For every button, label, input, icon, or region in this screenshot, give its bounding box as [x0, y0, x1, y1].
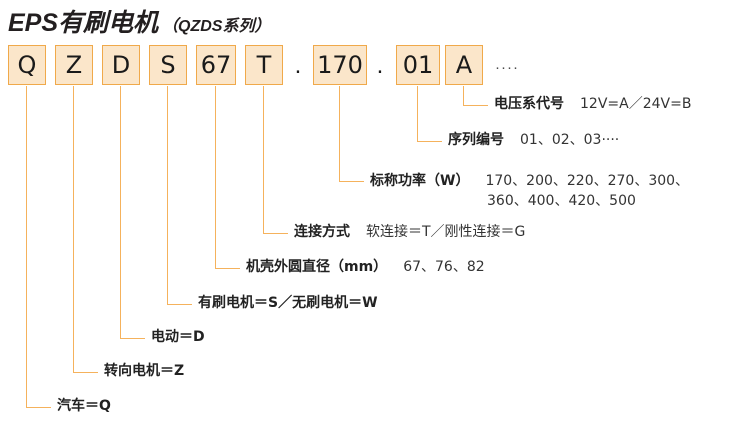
annotation-vehicle-type-term: 汽车＝Q: [57, 398, 111, 414]
annotation-voltage-code-term: 电压系代号: [494, 96, 564, 112]
annotation-voltage-code-values: 12V=A／24V=B: [580, 96, 692, 112]
annotation-connection-type: 连接方式软连接＝T／刚性连接＝G: [294, 223, 525, 242]
leader-line-vehicle-type: [26, 86, 51, 408]
annotation-steering-motor: 转向电机＝Z: [104, 362, 184, 381]
annotation-nominal-power: 标称功率（W） 170、200、220、270、300、 360、400、420、…: [370, 171, 689, 211]
annotation-nominal-power-values: 170、200、220、270、300、: [485, 173, 690, 189]
annotation-serial-number: 序列编号 01、02、03····: [448, 131, 619, 150]
annotation-nominal-power-values-line2: 360、400、420、500: [487, 193, 636, 209]
leader-line-nominal-power: [339, 86, 364, 182]
leader-line-motor-brush-type: [167, 86, 192, 305]
code-trailing-ellipsis: ····: [495, 59, 519, 76]
leader-line-serial-number: [417, 86, 442, 142]
annotation-motor-brush-type: 有刷电机＝S／无刷电机＝W: [198, 294, 378, 313]
page-title: EPS有刷电机（QZDS系列）: [8, 3, 270, 39]
annotation-housing-diameter: 机壳外圆直径（mm） 67、76、82: [246, 258, 485, 277]
annotation-nominal-power-term: 标称功率（W）: [370, 173, 470, 189]
code-box-s: S: [149, 45, 187, 85]
code-box-a: A: [445, 45, 483, 85]
code-box-01: 01: [396, 45, 440, 85]
leader-line-voltage-code: [463, 86, 488, 106]
annotation-electric-drive: 电动＝D: [151, 328, 205, 347]
annotation-connection-type-values: 软连接＝T／刚性连接＝G: [366, 224, 526, 240]
annotation-serial-number-values: 01、02、03····: [520, 132, 620, 148]
leader-line-steering-motor: [73, 86, 98, 373]
leader-line-connection-type: [263, 86, 288, 234]
code-separator-dot-2: .: [376, 52, 384, 79]
annotation-housing-diameter-term: 机壳外圆直径（mm）: [246, 259, 388, 275]
leader-line-electric-drive: [120, 86, 145, 339]
code-box-t: T: [245, 45, 283, 85]
annotation-vehicle-type: 汽车＝Q: [57, 397, 111, 416]
code-separator-dot-1: .: [294, 52, 302, 79]
title-main-text: EPS有刷电机: [8, 9, 159, 37]
leader-line-housing-diameter: [215, 86, 240, 269]
annotation-motor-brush-type-term: 有刷电机＝S／无刷电机＝W: [198, 295, 378, 311]
code-box-q: Q: [8, 45, 46, 85]
annotation-housing-diameter-values: 67、76、82: [403, 259, 485, 275]
annotation-voltage-code: 电压系代号 12V=A／24V=B: [494, 95, 691, 114]
annotation-electric-drive-term: 电动＝D: [151, 329, 205, 345]
annotation-steering-motor-term: 转向电机＝Z: [104, 363, 185, 379]
code-box-170: 170: [313, 45, 367, 85]
code-box-67: 67: [196, 45, 236, 85]
title-series-text: （QZDS系列）: [162, 18, 271, 35]
code-box-d: D: [102, 45, 140, 85]
annotation-connection-type-term: 连接方式: [294, 224, 350, 240]
annotation-serial-number-term: 序列编号: [448, 132, 504, 148]
code-box-z: Z: [55, 45, 93, 85]
